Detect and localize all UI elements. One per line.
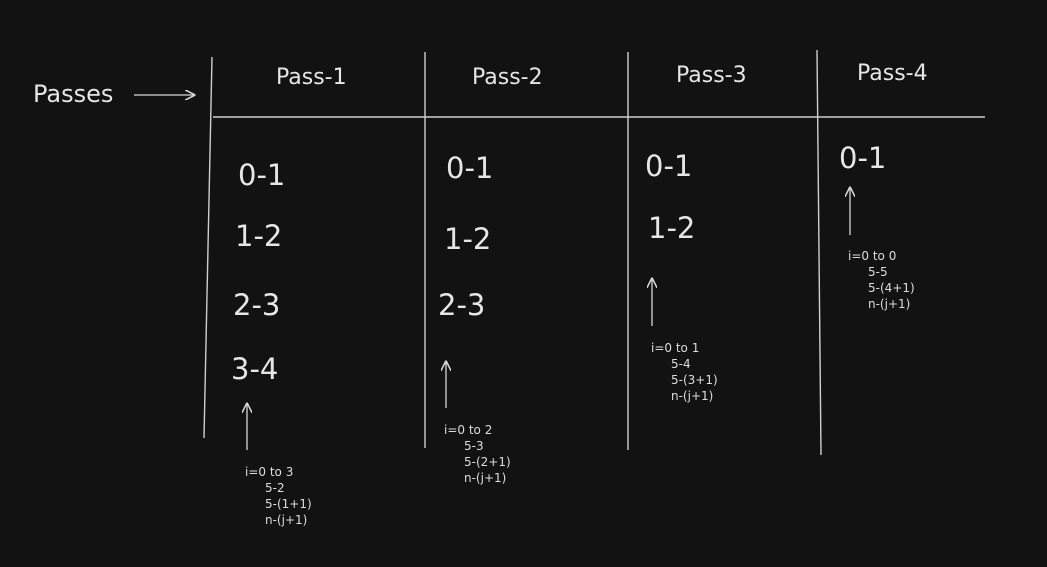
note-line: n-(j+1) — [265, 513, 308, 527]
note-line: 5-(3+1) — [671, 373, 718, 387]
note-line: n-(j+1) — [868, 297, 911, 311]
pass1-header: Pass-1 — [276, 65, 347, 90]
pass3-pair: 1-2 — [648, 211, 696, 245]
pass2-pair: 0-1 — [446, 151, 494, 185]
pass4-note: i=0 to 0 5-5 5-(4+1) n-(j+1) — [848, 248, 915, 312]
pass1-pair: 2-3 — [233, 288, 281, 322]
note-line: 5-3 — [464, 439, 484, 453]
note-line: n-(j+1) — [671, 389, 714, 403]
note-range: i=0 to 3 — [245, 465, 294, 479]
pass2-pair: 1-2 — [444, 222, 492, 256]
note-range: i=0 to 2 — [444, 423, 493, 437]
column-divider-4 — [816, 49, 822, 456]
pass2-pair: 2-3 — [438, 288, 486, 322]
note-line: 5-4 — [671, 357, 691, 371]
pass3-header: Pass-3 — [676, 63, 747, 88]
note-line: n-(j+1) — [464, 471, 507, 485]
note-range: i=0 to 1 — [651, 341, 700, 355]
pass1-note: i=0 to 3 5-2 5-(1+1) n-(j+1) — [245, 464, 312, 528]
note-line: 5-(4+1) — [868, 281, 915, 295]
pass3-note: i=0 to 1 5-4 5-(3+1) n-(j+1) — [651, 340, 718, 404]
pass1-pair: 3-4 — [231, 352, 279, 386]
pass4-pair: 0-1 — [839, 141, 887, 175]
pass3-pair: 0-1 — [645, 149, 693, 183]
pass1-pair: 1-2 — [235, 219, 283, 253]
pass2-header: Pass-2 — [472, 65, 543, 90]
column-divider-1 — [203, 56, 213, 439]
note-line: 5-2 — [265, 481, 285, 495]
note-line: 5-(1+1) — [265, 497, 312, 511]
pass4-header: Pass-4 — [857, 61, 928, 86]
pass2-note: i=0 to 2 5-3 5-(2+1) n-(j+1) — [444, 422, 511, 486]
passes-label: Passes — [33, 80, 114, 108]
pass1-pair: 0-1 — [238, 158, 286, 192]
note-line: 5-(2+1) — [464, 455, 511, 469]
note-range: i=0 to 0 — [848, 249, 897, 263]
note-line: 5-5 — [868, 265, 888, 279]
